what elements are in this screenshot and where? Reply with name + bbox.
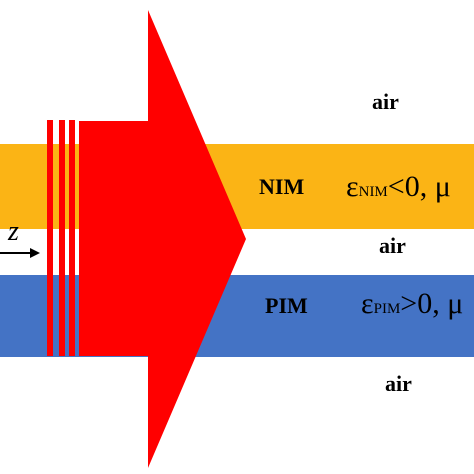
pulse-line-2	[59, 120, 65, 356]
nim-label: NIM	[259, 174, 305, 199]
nim-formula: εNIM<0, μ	[346, 172, 451, 202]
beam-pulse-lines	[47, 120, 75, 356]
pulse-line-3	[69, 120, 75, 356]
pim-epsilon: ε	[361, 287, 374, 320]
air-label-middle: air	[379, 233, 406, 258]
air-label-bottom: air	[385, 371, 412, 396]
beam-arrow-icon	[79, 10, 246, 468]
pim-relation: >0, μ	[400, 287, 464, 320]
z-axis-arrow-icon	[0, 248, 40, 258]
nim-subscript: NIM	[358, 184, 388, 200]
pim-subscript: PIM	[373, 301, 401, 317]
nim-epsilon: ε	[346, 170, 359, 203]
air-label-top: air	[372, 89, 399, 114]
nim-relation: <0, μ	[387, 170, 451, 203]
pim-formula: εPIM>0, μ	[361, 289, 463, 319]
z-axis-label: z	[8, 216, 19, 247]
pulse-line-1	[47, 120, 53, 356]
pim-label: PIM	[265, 293, 308, 318]
